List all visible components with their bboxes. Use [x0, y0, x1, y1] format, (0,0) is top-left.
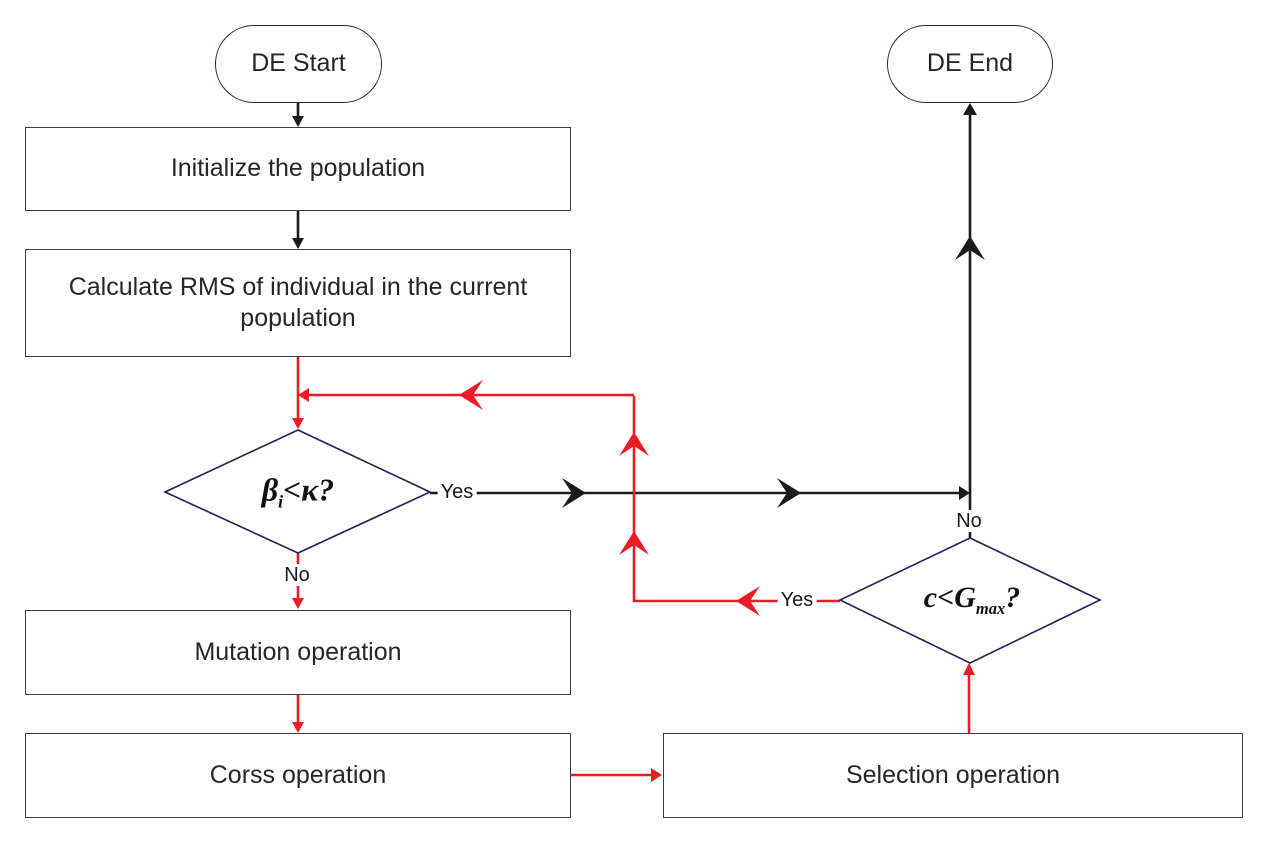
arrowhead-into-cross-top — [292, 722, 304, 733]
calculate-rms-label: Calculate RMS of individual in the curre… — [68, 272, 528, 332]
arrowhead-into-gmax — [963, 663, 975, 675]
cross-box: Corss operation — [25, 733, 571, 818]
end-label: DE End — [926, 49, 1014, 78]
cross-label: Corss operation — [209, 760, 387, 789]
gmax-rest: ? — [1005, 581, 1021, 614]
chevron-up-loop-2 — [619, 432, 649, 456]
gmax-decision-label: c<Gmax? — [924, 581, 1020, 619]
chevron-up-loop-1 — [619, 531, 649, 555]
arrowhead-into-rms — [292, 238, 304, 249]
calculate-rms-box: Calculate RMS of individual in the curre… — [25, 249, 571, 357]
beta-decision-diamond — [163, 429, 432, 554]
gmax-sub: max — [975, 599, 1006, 618]
arrowhead-into-beta — [292, 418, 304, 429]
initialize-box: Initialize the population — [25, 127, 571, 211]
chevron-left-loop-top — [459, 380, 483, 410]
beta-no-label: No — [281, 564, 313, 586]
selection-label: Selection operation — [845, 760, 1061, 789]
beta-base: β — [261, 471, 279, 508]
beta-rest: <κ? — [283, 471, 335, 508]
gmax-decision-diamond — [838, 537, 1102, 664]
chevron-left-gmax-yes — [736, 586, 760, 616]
chevron-right-yes-2 — [777, 478, 801, 508]
arrowhead-into-selection — [651, 768, 662, 782]
chevron-right-yes-1 — [562, 478, 586, 508]
arrowhead-into-mutation — [292, 598, 304, 609]
arrowhead-loop-into-junction — [298, 388, 309, 402]
gmax-no-label: No — [953, 510, 985, 532]
gmax-base: c<G — [923, 581, 976, 614]
beta-yes-label: Yes — [437, 481, 477, 503]
arrowhead-yes-into-end-line — [959, 486, 970, 500]
initialize-label: Initialize the population — [170, 154, 426, 183]
start-label: DE Start — [251, 49, 346, 78]
end-terminal: DE End — [887, 25, 1053, 103]
gmax-yes-label: Yes — [777, 589, 817, 611]
beta-sub: i — [278, 491, 284, 512]
arrowhead-into-initialize — [292, 116, 304, 127]
mutation-label: Mutation operation — [194, 637, 402, 666]
beta-decision-label: βi<κ? — [262, 471, 334, 512]
arrowhead-into-end — [963, 103, 977, 115]
selection-box: Selection operation — [663, 733, 1243, 818]
mutation-box: Mutation operation — [25, 610, 571, 695]
chevron-up-to-end — [955, 236, 985, 260]
start-terminal: DE Start — [215, 25, 382, 103]
edge-gmax-yes-loop — [632, 396, 840, 603]
